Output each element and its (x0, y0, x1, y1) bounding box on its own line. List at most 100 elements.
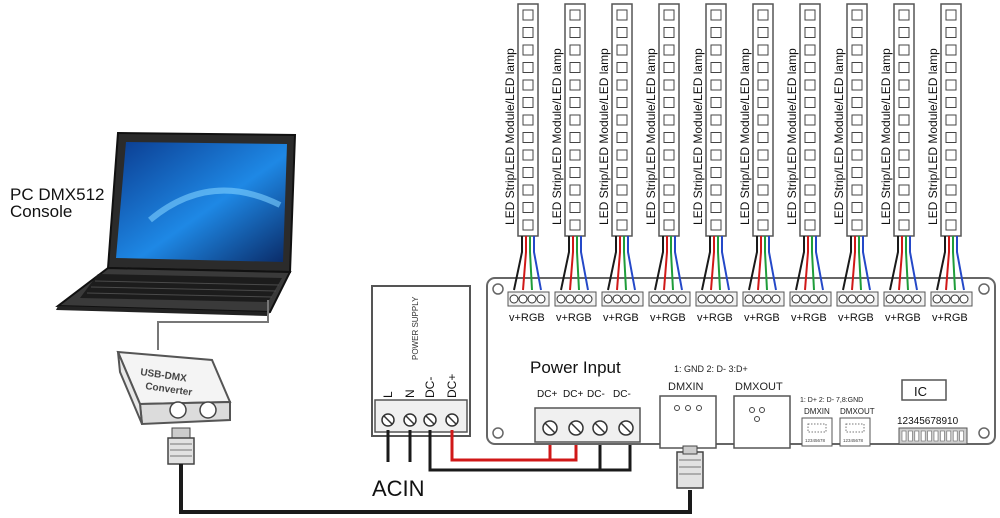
led-chip-icon (569, 184, 581, 196)
led-chip-icon (851, 167, 863, 178)
dip-switch-toggle[interactable] (959, 430, 964, 442)
led-chip-icon (569, 132, 581, 143)
usb-port-icon (199, 401, 217, 419)
output-label: v+RGB (838, 312, 874, 324)
led-chip-icon (804, 79, 816, 91)
led-chip-icon (945, 184, 957, 196)
led-chip-icon (804, 167, 816, 178)
led-chip-icon (898, 202, 910, 213)
strip-wire (627, 236, 636, 291)
led-chip-icon (663, 79, 675, 91)
dip-switch-toggle[interactable] (914, 430, 920, 442)
screw-terminal-icon (950, 294, 960, 304)
dc-minus-wire (428, 428, 632, 472)
led-chip-icon (522, 149, 534, 161)
pc-label-line2: Console (10, 202, 72, 221)
screw-terminal-icon (771, 294, 781, 304)
led-chip-icon (710, 9, 722, 21)
usb-dmx-converter (116, 350, 232, 426)
output-label: v+RGB (744, 312, 780, 324)
led-chip-icon (569, 62, 581, 73)
led-chip-icon (522, 79, 534, 91)
dip-switch-toggle[interactable] (933, 430, 939, 442)
output-label: v+RGB (603, 312, 639, 324)
screw-terminal-icon (800, 294, 810, 304)
power-input-title: Power Input (530, 358, 621, 377)
dmx-signal-cable (179, 464, 692, 514)
led-chip-icon (945, 219, 957, 231)
strip-wire (710, 236, 715, 291)
rj45-out-port (839, 417, 871, 447)
screw-terminal-icon (509, 294, 519, 304)
screw-terminal-icon (847, 294, 857, 304)
dip-switch-toggle[interactable] (952, 430, 958, 442)
led-chip-icon (616, 202, 628, 213)
led-chip-icon (569, 219, 581, 231)
led-chip-icon (522, 97, 534, 108)
screw-terminal-icon (556, 294, 566, 304)
led-chip-icon (522, 62, 534, 73)
dip-switch-toggle[interactable] (927, 430, 932, 442)
mount-hole-icon (492, 283, 504, 295)
led-chip-icon (522, 27, 534, 38)
led-chip-icon (851, 62, 863, 73)
strip-wire (560, 236, 570, 291)
output-label: v+RGB (650, 312, 686, 324)
led-chip-icon (898, 219, 910, 231)
led-chip-icon (710, 132, 722, 143)
screw-terminal-icon (574, 294, 584, 304)
screw-terminal-icon (791, 294, 801, 304)
led-strip-label: LED Strip/LED Module/LED lamp (550, 48, 564, 225)
screw-terminal-icon (838, 294, 848, 304)
strip-wire (670, 236, 674, 291)
led-chip-icon (616, 27, 628, 38)
dip-switch-toggle[interactable] (940, 430, 945, 442)
led-chip-icon (757, 149, 769, 161)
led-chip-icon (663, 27, 675, 38)
led-chip-icon (616, 184, 628, 196)
led-strip-label: LED Strip/LED Module/LED lamp (879, 48, 893, 225)
strip-wire (623, 236, 627, 291)
small-dmxout-label: DMXOUT (840, 407, 875, 416)
small-dmxin-label: DMXIN (804, 407, 830, 416)
led-chip-icon (663, 167, 675, 178)
power-terminal-label: DC- (613, 389, 631, 400)
led-chip-icon (522, 44, 534, 56)
led-chip-icon (616, 97, 628, 108)
power-terminal-label: DC- (587, 389, 605, 400)
strip-wire (522, 236, 527, 291)
led-chip-icon (757, 167, 769, 178)
led-chip-icon (804, 27, 816, 38)
led-chip-icon (945, 62, 957, 73)
led-chip-icon (757, 202, 769, 213)
led-chip-icon (945, 114, 957, 126)
led-chip-icon (710, 149, 722, 161)
screw-terminal-icon (912, 294, 922, 304)
strip-wire (815, 236, 824, 291)
strip-wire (721, 236, 730, 291)
screw-terminal-icon (697, 294, 707, 304)
pc-label-line1: PC DMX512 (10, 185, 104, 204)
mount-hole-icon (978, 283, 990, 295)
led-strip-label: LED Strip/LED Module/LED lamp (738, 48, 752, 225)
led-chip-icon (710, 202, 722, 213)
led-strip-label: LED Strip/LED Module/LED lamp (691, 48, 705, 225)
led-chip-icon (569, 44, 581, 56)
dip-switch-toggle[interactable] (920, 430, 926, 442)
dip-switch-toggle[interactable] (901, 430, 907, 442)
led-chip-icon (851, 9, 863, 21)
screw-terminal-icon (630, 294, 640, 304)
dip-switch-toggle[interactable] (908, 430, 913, 442)
dip-switch-toggle[interactable] (946, 430, 952, 442)
led-chip-icon (757, 44, 769, 56)
led-chip-icon (710, 27, 722, 38)
